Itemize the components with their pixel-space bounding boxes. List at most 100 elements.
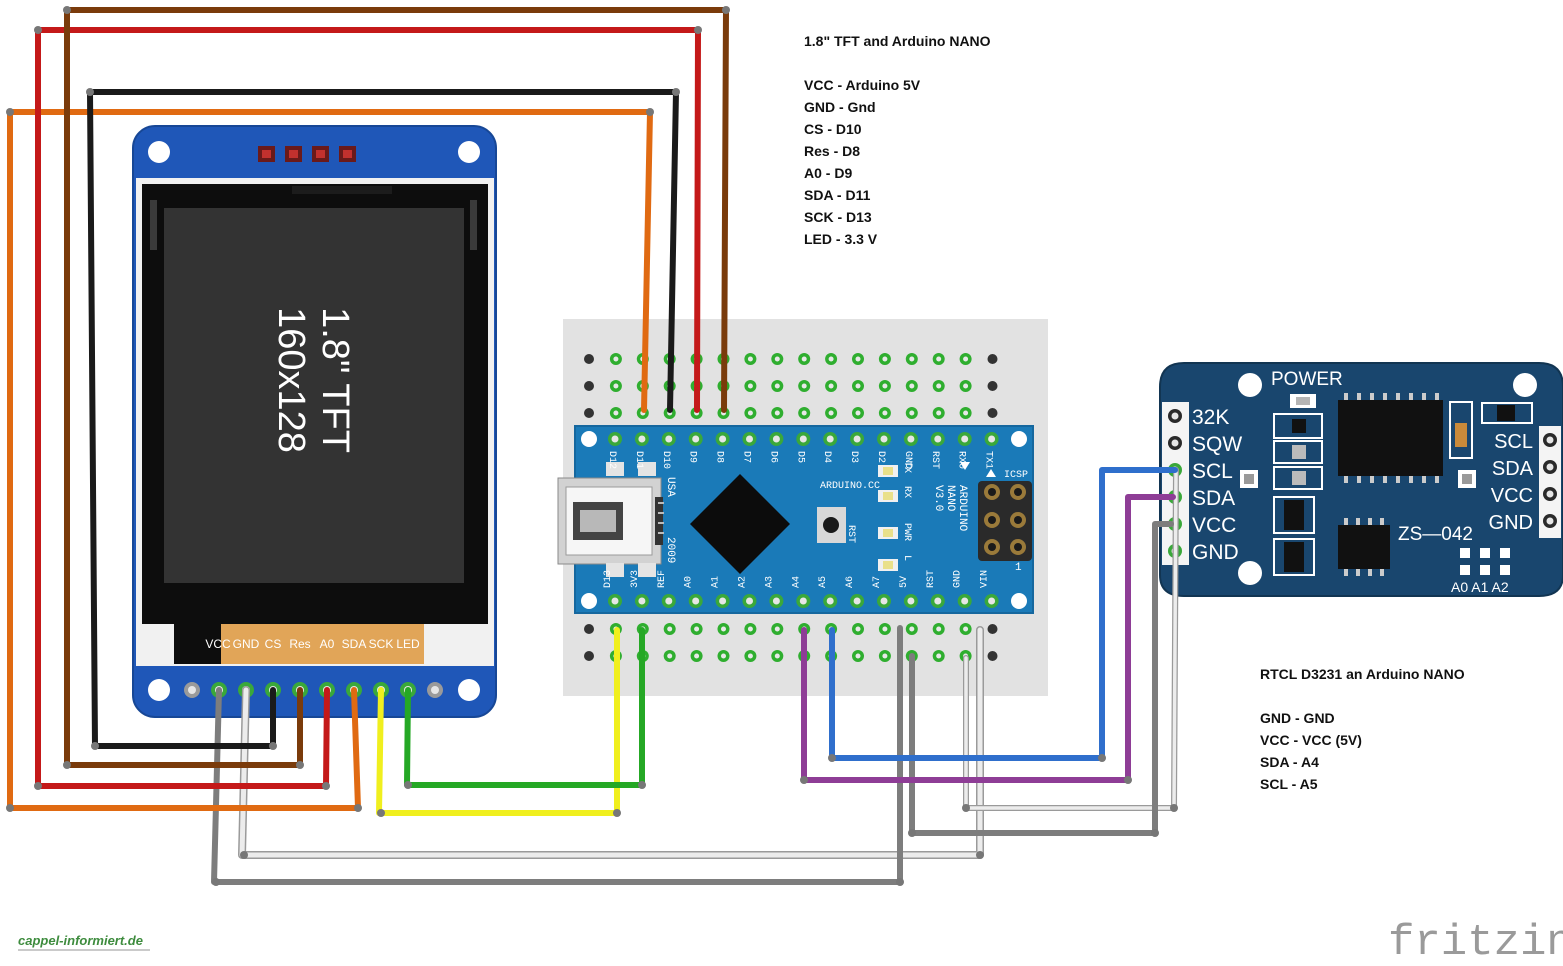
nano-pin-label: A6 [845,576,856,588]
rtc-right-pin-label: VCC [1491,485,1533,507]
microcontroller-chip [690,474,790,574]
address-pad [1500,565,1510,575]
led-label: L [901,555,912,561]
breadboard-hole [584,354,594,364]
breadboard-hole [584,408,594,418]
usb-connector [557,477,664,565]
address-pad [1460,565,1470,575]
watermark-cappel: cappel-informiert.de [18,933,143,948]
nano-pin-label: A0 [684,576,695,588]
nano-model-label: NANO [944,485,956,512]
rtc-right-pin-label: SDA [1492,458,1534,480]
nano-pin-label: D3 [848,451,859,463]
tft-notes-line: GND - Gnd [804,99,876,115]
tft-screen-line1: 1.8" TFT [314,307,356,453]
nano-pin-label: A2 [738,576,749,588]
rtc-model-label: ZS—042 [1398,524,1473,545]
tft-notes-line: SDA - D11 [804,187,871,203]
power-label: POWER [1271,369,1343,390]
nano-model-label: V3.0 [932,485,944,511]
rtc-left-pin-label: SCL [1192,460,1233,483]
nano-pin-label: D4 [821,451,832,463]
nano-pin-label: RST [929,451,940,469]
tft-pin-label-strip [221,624,424,664]
nano-pin-label: A4 [791,576,802,588]
nano-pin-label: VIN [980,570,991,588]
tft-pin-label: Res [289,637,310,651]
rtc-notes-line: SCL - A5 [1260,776,1318,792]
led-label: TX [901,461,912,473]
address-pad [1480,565,1490,575]
wire-orange-sda [7,109,653,811]
rtc-left-pin-label: SQW [1192,433,1242,456]
wire-brown-res [64,7,729,768]
nano-pin-label: D11 [633,451,644,469]
rtc-left-pin-label: VCC [1192,514,1236,537]
tft-pin-label: A0 [320,637,335,651]
nano-pin-label: A7 [872,576,883,588]
nano-pin-label: TX1 [983,451,994,469]
tft-pin-label: SCK [369,637,394,651]
tft-header-pins [258,146,356,162]
rtc-notes-title: RTCL D3231 an Arduino NANO [1260,666,1465,682]
rtc-left-pin-label: 32K [1192,406,1229,429]
rtc-notes-line: GND - GND [1260,710,1335,726]
nano-pin-label: D10 [660,451,671,469]
tft-pin-label: GND [233,637,260,651]
rtc-notes-line: SDA - A4 [1260,754,1319,770]
year-label: 2009 [664,537,676,563]
icsp-pin1-label: 1 [1015,562,1022,574]
breadboard-hole [584,381,594,391]
nano-pin-label: D13 [603,570,614,588]
breadboard-hole [987,381,998,391]
usa-label: USA [664,477,676,497]
breadboard-hole [584,624,594,634]
tft-notes-line: A0 - D9 [804,165,853,181]
tft-notes-line: Res - D8 [804,143,861,159]
tft-pin-label: CS [265,637,282,651]
watermark-fritzing: fritzing [1388,918,1563,966]
wire-yellow-sck [376,627,620,816]
rtc-notes-line: VCC - VCC (5V) [1260,732,1362,748]
tft-notes-title: 1.8" TFT and Arduino NANO [804,33,991,49]
nano-pin-label: D7 [741,451,752,463]
wire-green-led [404,627,645,788]
rtc-main-chip [1338,400,1443,476]
nano-pin-label: GND [902,451,913,469]
rtc-left-pin-label: SDA [1192,487,1235,510]
tft-screen [164,208,464,583]
led-label: PWR [901,523,912,541]
led-label: RX [901,486,912,498]
breadboard-hole [584,651,594,661]
wire-black-cs [87,89,679,749]
nano-pin-label: 3V3 [630,570,641,588]
tft-notes-line: VCC - Arduino 5V [804,77,921,93]
wire-red-a0 [35,27,701,789]
tft-pin-label: VCC [205,637,231,651]
breadboard-hole [987,624,998,634]
rtc-small-components [1240,401,1533,576]
nano-pin-label: A3 [764,576,775,588]
nano-model-label: ARDUINO [956,485,968,532]
rst-label: RST [845,525,856,543]
tft-screen-line2: 160x128 [270,307,312,453]
arduino-cc-label: ARDUINO.CC [820,481,880,492]
nano-pin-label: D2 [875,451,886,463]
wires [6,6,1179,886]
nano-pin-label: D9 [687,451,698,463]
nano-pin-label: RST [926,570,937,588]
eeprom-chip [1338,525,1390,569]
address-pad [1460,548,1470,558]
nano-pin-label: D8 [714,451,725,463]
rtc-notes: RTCL D3231 an Arduino NANO GND - GND VCC … [1260,663,1465,795]
icsp-label: ICSP [1004,470,1028,481]
nano-pin-label: A1 [711,576,722,588]
breadboard-hole [987,354,998,364]
nano-pin-label: D5 [794,451,805,463]
tft-notes-line: SCK - D13 [804,209,872,225]
breadboard-hole [987,408,998,418]
tft-pin-label: LED [396,637,420,651]
rtc-right-pin-label: GND [1489,512,1533,534]
nano-pin-label: RX0 [956,451,967,469]
